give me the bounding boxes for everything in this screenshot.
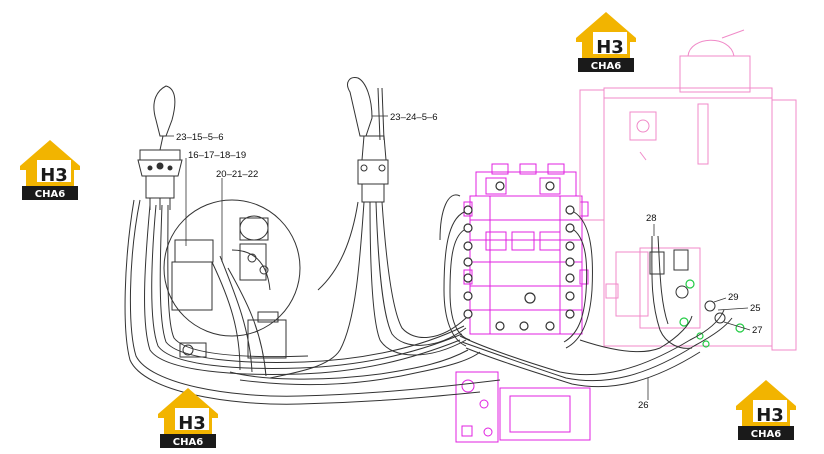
callout-29: 29 bbox=[728, 292, 739, 303]
callout-valve-parts: 20–21–22 bbox=[216, 169, 258, 180]
right-pilot-lever bbox=[347, 77, 389, 203]
callout-right-lever: 23–24–5–6 bbox=[390, 112, 438, 123]
callout-pump-parts: 16–17–18–19 bbox=[188, 150, 246, 161]
logo-left: H3 CHA6 bbox=[20, 140, 80, 200]
left-pilot-lever bbox=[137, 85, 183, 210]
logo-bottom-right: H3 CHA6 bbox=[736, 380, 796, 440]
pump-assembly bbox=[163, 199, 301, 359]
callout-26: 26 bbox=[638, 400, 649, 411]
callout-left-lever: 23–15–5–6 bbox=[176, 132, 224, 143]
valve-fittings bbox=[463, 181, 575, 331]
logo-mark: H3 bbox=[178, 413, 206, 434]
green-fittings bbox=[679, 279, 745, 348]
hose-bundle bbox=[124, 194, 733, 405]
callout-28: 28 bbox=[646, 213, 657, 224]
logo-mark: H3 bbox=[596, 37, 624, 58]
callout-25: 25 bbox=[750, 303, 761, 314]
right-filter-group bbox=[649, 236, 726, 324]
callout-27: 27 bbox=[752, 325, 763, 336]
logo-bottom-left: H3 CHA6 bbox=[158, 388, 218, 448]
lower-valve-block bbox=[455, 371, 591, 443]
logo-text: CHA6 bbox=[751, 429, 781, 440]
logo-mark: H3 bbox=[40, 165, 68, 186]
hydraulic-tank bbox=[579, 29, 797, 351]
logo-top: H3 CHA6 bbox=[576, 12, 636, 72]
logo-text: CHA6 bbox=[35, 189, 65, 200]
logo-text: CHA6 bbox=[591, 61, 621, 72]
logo-text: CHA6 bbox=[173, 437, 203, 448]
leader-lines bbox=[164, 115, 751, 400]
logo-mark: H3 bbox=[756, 405, 784, 426]
